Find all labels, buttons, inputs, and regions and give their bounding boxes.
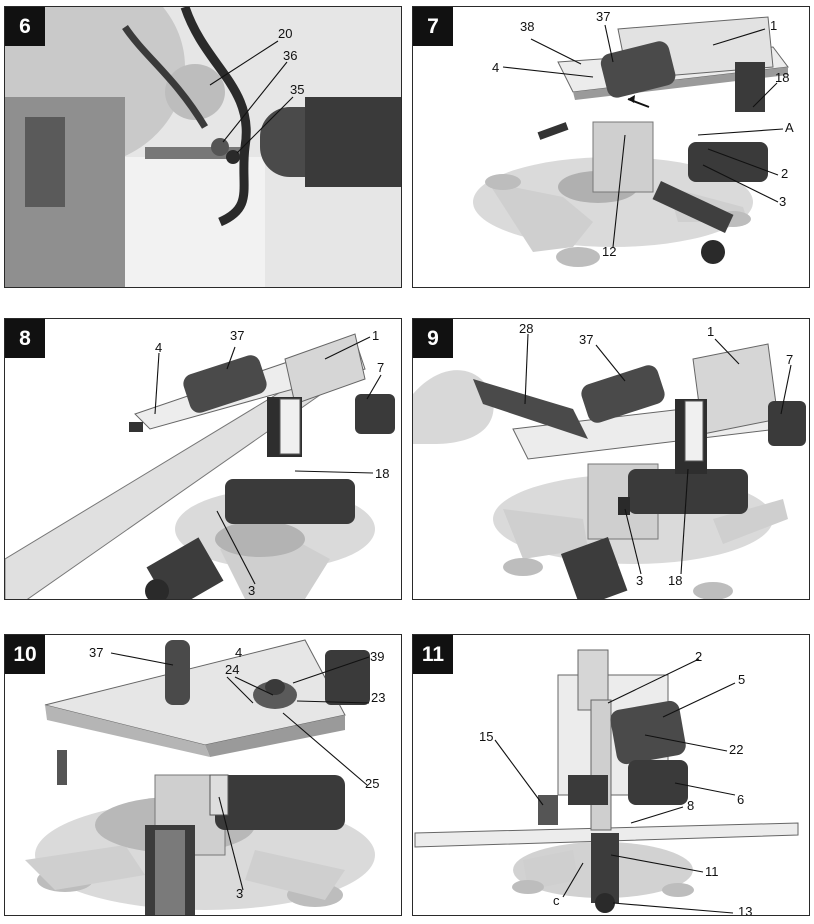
callout-label: 37 xyxy=(579,332,594,347)
callout-label: 28 xyxy=(519,321,534,336)
callout-label: 4 xyxy=(235,645,243,660)
figure-8-panel: 8 37 4 1 7 18 3 xyxy=(4,318,402,600)
figure-9-panel: 9 28 37 1 7 3 18 xyxy=(412,318,810,600)
callout-label: 3 xyxy=(636,573,644,588)
callout-label: 18 xyxy=(668,573,683,588)
callout-label: 3 xyxy=(779,194,787,209)
callout-label: 4 xyxy=(155,340,163,355)
figure-number-badge: 9 xyxy=(413,319,453,358)
callout-label: 37 xyxy=(230,328,245,343)
figure-number-badge: 11 xyxy=(413,635,453,674)
callout-label: 5 xyxy=(738,672,746,687)
callout-label: 20 xyxy=(278,26,293,41)
callout-label: 37 xyxy=(89,645,104,660)
callout-label: 25 xyxy=(365,776,380,791)
callout-label: 38 xyxy=(520,19,535,34)
figure-10-illustration xyxy=(25,639,375,915)
figure-number-badge: 8 xyxy=(5,319,45,358)
callout-label: 8 xyxy=(687,798,695,813)
callout-label: 11 xyxy=(705,864,719,879)
callout-label: 3 xyxy=(236,886,244,901)
callout-label: 1 xyxy=(707,324,715,339)
figure-10-panel: 10 37 4 24 39 23 25 3 xyxy=(4,634,402,916)
figure-7-illustration xyxy=(473,16,789,267)
callout-label: 15 xyxy=(479,729,494,744)
callout-label: 24 xyxy=(225,662,240,677)
callout-label: 13 xyxy=(738,904,753,916)
callout-label: 1 xyxy=(372,328,380,343)
callout-label: 6 xyxy=(737,792,745,807)
callout-label: 1 xyxy=(770,18,778,33)
figure-number-badge: 10 xyxy=(5,635,45,674)
figure-number-badge: 6 xyxy=(5,7,45,46)
figure-number-badge: 7 xyxy=(413,7,453,46)
callout-label: 18 xyxy=(375,466,390,481)
callout-label: 18 xyxy=(775,70,790,85)
callout-label: 2 xyxy=(695,649,703,664)
callout-label: 12 xyxy=(602,244,617,259)
callout-label: 36 xyxy=(283,48,298,63)
figure-7-panel: 7 37 38 1 4 18 A 2 3 12 xyxy=(412,6,810,288)
figure-8-illustration xyxy=(5,333,395,599)
callout-label: 37 xyxy=(596,9,611,24)
callout-label: A xyxy=(785,120,794,135)
callout-label: 22 xyxy=(729,742,744,757)
figure-6-illustration xyxy=(5,7,401,287)
callout-label: 4 xyxy=(492,60,500,75)
figure-6-panel: 6 20 36 35 xyxy=(4,6,402,288)
figure-9-illustration xyxy=(413,333,806,599)
callout-label: c xyxy=(553,893,560,908)
callout-label: 2 xyxy=(781,166,789,181)
figure-11-illustration xyxy=(414,649,799,914)
figure-11-panel: 11 2 5 15 22 8 6 11 c 13 xyxy=(412,634,810,916)
callout-label: 3 xyxy=(248,583,256,598)
callout-label: 39 xyxy=(370,649,385,664)
callout-label: 23 xyxy=(371,690,386,705)
callout-label: 7 xyxy=(786,352,794,367)
callout-label: 7 xyxy=(377,360,385,375)
callout-label: 35 xyxy=(290,82,305,97)
